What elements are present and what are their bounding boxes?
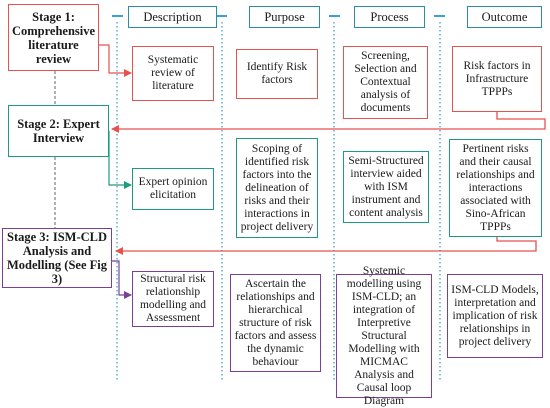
stage-3-box: Stage 3: ISM-CLD Analysis and Modelling … [2, 228, 112, 288]
arrow-stage3-description [112, 260, 132, 299]
row1-outcome: Risk factors in Infrastructure TPPPs [452, 46, 542, 112]
stage-3-label: Stage 3: ISM-CLD Analysis and Modelling … [7, 230, 107, 286]
row2-process-text: Semi-Structured interview aided with ISM… [348, 154, 424, 219]
row1-outcome-text: Risk factors in Infrastructure TPPPs [463, 59, 531, 98]
stage-2-box: Stage 2: Expert Interview [8, 105, 109, 157]
feedback-row2-stage3 [115, 237, 537, 255]
row2-outcome: Pertinent risks and their causal relatio… [449, 139, 542, 237]
row2-purpose: Scoping of identified risk factors into … [236, 138, 318, 238]
row2-outcome-text: Pertinent risks and their causal relatio… [456, 142, 535, 233]
stage-2-label: Stage 2: Expert Interview [17, 117, 100, 145]
header-description: Description [128, 6, 217, 28]
row1-description-text: Systematic review of literature [147, 54, 199, 92]
row3-process: Systemic modelling using ISM-CLD; an int… [336, 265, 432, 407]
header-dash-1 [112, 15, 123, 17]
row1-process-text: Screening, Selection and Contextual anal… [354, 50, 417, 114]
header-purpose-label: Purpose [264, 9, 305, 24]
header-outcome: Outcome [467, 6, 542, 28]
header-dash-3 [329, 15, 340, 17]
header-outcome-label: Outcome [481, 9, 528, 24]
row3-description-text: Structural risk relationship modelling a… [139, 273, 207, 324]
feedback-row1-stage2 [111, 112, 546, 133]
stage-1-box: Stage 1: Comprehensive literature review [8, 4, 99, 71]
row2-process: Semi-Structured interview aided with ISM… [343, 151, 429, 223]
row3-outcome: ISM-CLD Models, interpretation and impli… [447, 274, 543, 358]
row1-process: Screening, Selection and Contextual anal… [343, 46, 428, 119]
stage-1-label: Stage 1: Comprehensive literature review [11, 9, 96, 66]
row1-purpose-text: Identify Risk factors [246, 61, 308, 86]
row1-purpose: Identify Risk factors [236, 49, 318, 99]
row1-description: Systematic review of literature [132, 46, 214, 101]
row3-purpose-text: Ascertain the relationships and hierarch… [234, 277, 317, 368]
header-process: Process [354, 6, 425, 28]
header-process-label: Process [370, 9, 409, 24]
header-description-label: Description [143, 9, 202, 24]
row3-description: Structural risk relationship modelling a… [132, 271, 214, 327]
header-dash-4 [434, 15, 445, 17]
header-dash-2 [216, 15, 227, 17]
arrow-stage2-description [108, 131, 132, 189]
row2-purpose-text: Scoping of identified risk factors into … [240, 142, 314, 233]
row2-description-text: Expert opinion elicitation [138, 176, 208, 201]
row3-outcome-text: ISM-CLD Models, interpretation and impli… [451, 283, 539, 348]
row2-description: Expert opinion elicitation [132, 168, 214, 210]
header-purpose: Purpose [249, 6, 320, 28]
row3-process-text: Systemic modelling using ISM-CLD; an int… [346, 264, 422, 407]
arrow-stage1-description [99, 44, 132, 77]
row3-purpose: Ascertain the relationships and hierarch… [230, 274, 321, 372]
